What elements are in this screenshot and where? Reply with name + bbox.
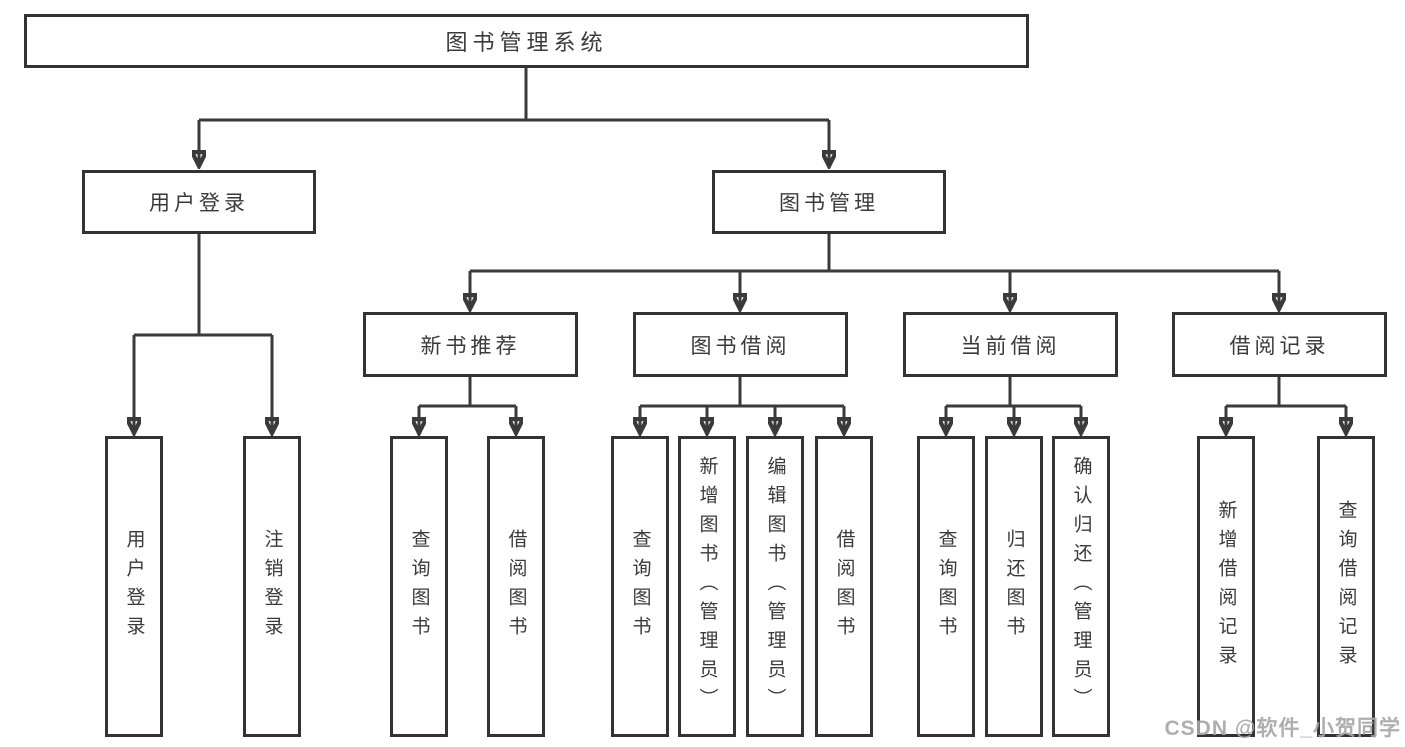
leaf-borrow-edit-book-admin: 编辑图书（管理员） bbox=[746, 436, 804, 737]
leaf-user-login: 用户登录 bbox=[105, 436, 163, 737]
leaf-record-add-borrow-record: 新增借阅记录 bbox=[1197, 436, 1255, 737]
node-book-borrowing: 图书借阅 bbox=[633, 312, 848, 377]
node-user-login: 用户登录 bbox=[82, 170, 316, 234]
node-borrowing-records: 借阅记录 bbox=[1172, 312, 1387, 377]
leaf-recommend-borrow-book: 借阅图书 bbox=[487, 436, 545, 737]
leaf-current-query-book: 查询图书 bbox=[917, 436, 975, 737]
node-root: 图书管理系统 bbox=[24, 14, 1029, 68]
leaf-borrow-add-book-admin: 新增图书（管理员） bbox=[678, 436, 736, 737]
watermark: CSDN @软件_小贺同学 bbox=[1164, 717, 1401, 740]
leaf-borrow-borrow-book: 借阅图书 bbox=[815, 436, 873, 737]
leaf-current-return-book: 归还图书 bbox=[985, 436, 1043, 737]
node-book-management: 图书管理 bbox=[712, 170, 946, 234]
node-new-book-recommendation: 新书推荐 bbox=[363, 312, 578, 377]
leaf-logout: 注销登录 bbox=[243, 436, 301, 737]
node-current-borrowing: 当前借阅 bbox=[903, 312, 1118, 377]
leaf-recommend-query-book: 查询图书 bbox=[390, 436, 448, 737]
leaf-borrow-query-book: 查询图书 bbox=[611, 436, 669, 737]
leaf-current-confirm-return-admin: 确认归还（管理员） bbox=[1052, 436, 1110, 737]
leaf-record-query-borrow-record: 查询借阅记录 bbox=[1317, 436, 1375, 737]
